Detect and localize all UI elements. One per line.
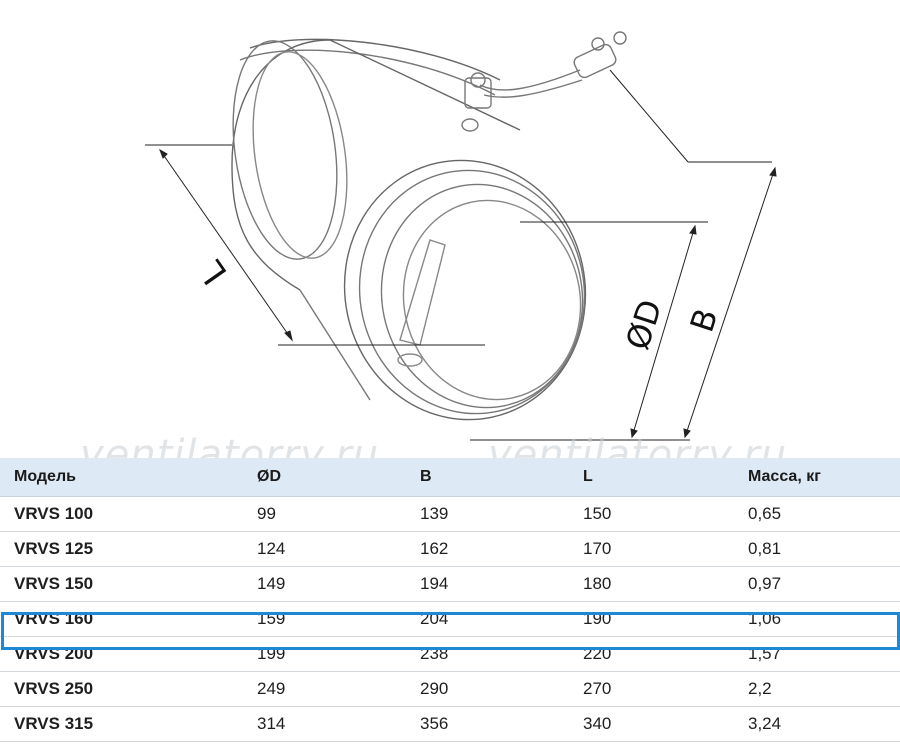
cell-b: 194 [406,566,569,602]
header-diameter: ØD [243,458,406,497]
table-row: VRVS 100 99 139 150 0,65 [0,496,900,532]
cell-l: 180 [569,566,734,602]
cell-l: 150 [569,496,734,532]
cell-model: VRVS 250 [0,671,243,707]
cell-model: VRVS 100 [0,496,243,532]
cell-model: VRVS 150 [0,566,243,602]
specifications-table: Модель ØD B L Масса, кг VRVS 100 99 139 … [0,458,900,742]
table-row: VRVS 315 314 356 340 3,24 [0,706,900,742]
cell-diameter: 314 [243,706,406,742]
table-header-row: Модель ØD B L Масса, кг [0,458,900,497]
dimension-L-label: L [192,253,236,292]
cell-model: VRVS 315 [0,706,243,742]
table-row-highlighted: VRVS 160 159 204 190 1,06 [0,601,900,637]
cell-mass: 0,65 [734,496,900,532]
damper-technical-drawing: L ØD B [145,31,777,441]
dimension-B-label: B [683,304,726,337]
cell-mass: 3,24 [734,706,900,742]
cell-b: 139 [406,496,569,532]
cell-model: VRVS 125 [0,531,243,567]
cell-model: VRVS 160 [0,601,243,637]
cell-diameter: 124 [243,531,406,567]
cell-l: 270 [569,671,734,707]
cell-mass: 1,06 [734,601,900,637]
cell-b: 162 [406,531,569,567]
cell-l: 220 [569,636,734,672]
cell-b: 356 [406,706,569,742]
header-b: B [406,458,569,497]
table-row: VRVS 150 149 194 180 0,97 [0,566,900,602]
dimension-D-label: ØD [618,295,670,354]
cell-diameter: 99 [243,496,406,532]
cell-b: 290 [406,671,569,707]
cell-l: 340 [569,706,734,742]
header-l: L [569,458,734,497]
cell-diameter: 249 [243,671,406,707]
cell-mass: 1,57 [734,636,900,672]
cell-mass: 0,81 [734,531,900,567]
header-model: Модель [0,458,243,497]
cell-diameter: 159 [243,601,406,637]
header-mass: Масса, кг [734,458,900,497]
cell-diameter: 199 [243,636,406,672]
cell-l: 170 [569,531,734,567]
table-row: VRVS 250 249 290 270 2,2 [0,671,900,707]
cell-mass: 0,97 [734,566,900,602]
cell-model: VRVS 200 [0,636,243,672]
table-row: VRVS 200 199 238 220 1,57 [0,636,900,672]
cell-mass: 2,2 [734,671,900,707]
cell-l: 190 [569,601,734,637]
table-row: VRVS 125 124 162 170 0,81 [0,531,900,567]
cell-diameter: 149 [243,566,406,602]
cell-b: 204 [406,601,569,637]
cell-b: 238 [406,636,569,672]
